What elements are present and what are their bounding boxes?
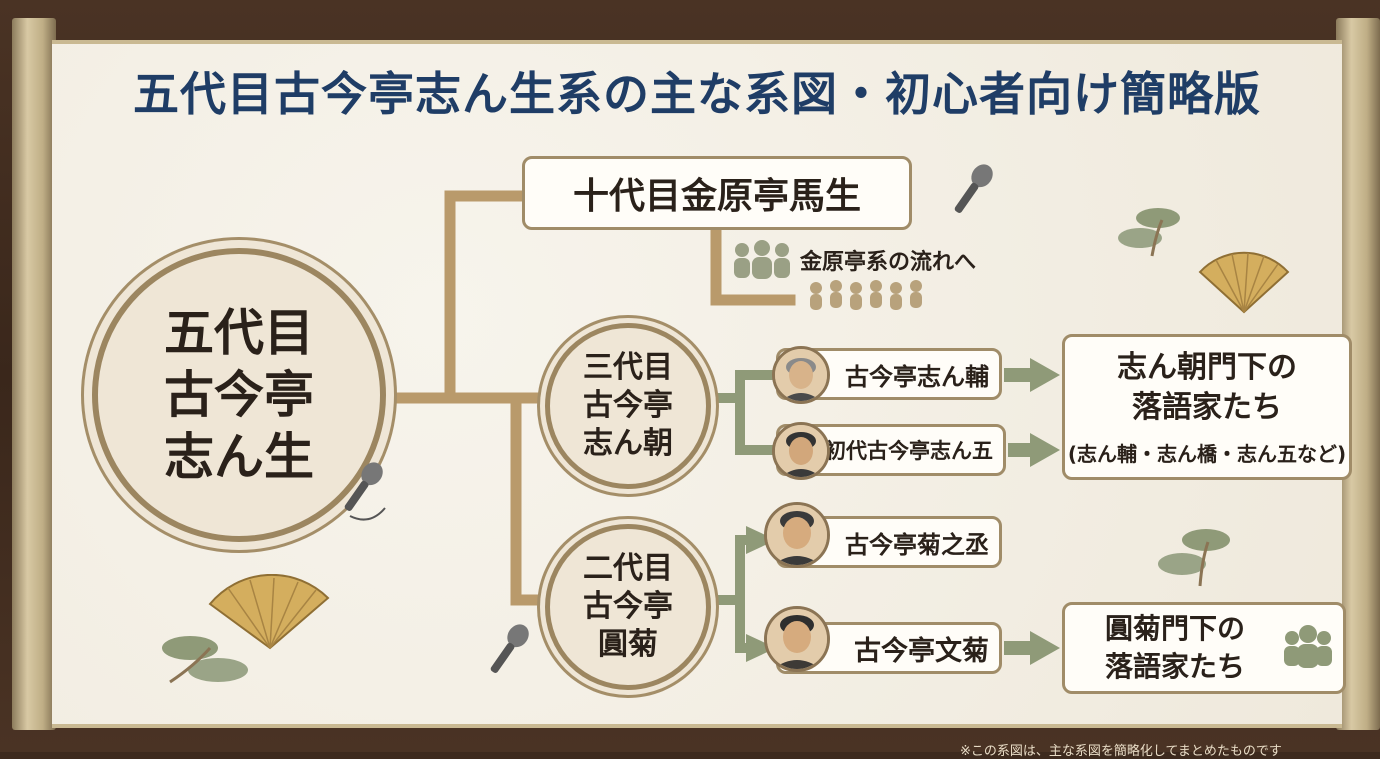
pine-bonsai-icon: [162, 636, 248, 684]
baba-lineage-note: 金原亭系の流れへ: [800, 250, 977, 275]
person-group-icon: [1284, 625, 1332, 668]
pine-bonsai-icon: [1158, 529, 1230, 587]
pine-bonsai-icon: [1118, 208, 1180, 257]
rakugoka-face-icon: [764, 502, 830, 568]
microphone-icon: [954, 164, 993, 213]
microphone-icon: [344, 462, 386, 521]
shincho-disciples-group: 志ん朝門下の 落語家たち (志ん輔・志ん橋・志ん五など): [1062, 334, 1352, 480]
branch-shincho: 三代目 古今亭 志ん朝: [545, 323, 711, 489]
microphone-icon: [490, 624, 529, 673]
scroll-rod-left: [12, 18, 56, 730]
rakugoka-face-icon: [772, 346, 830, 404]
rakugoka-face-icon: [772, 422, 830, 480]
branch-baba: 十代目金原亭馬生: [522, 156, 912, 230]
shincho-group-title: 志ん朝門下の 落語家たち: [1117, 349, 1297, 425]
audience-icon: [810, 280, 922, 310]
audience-icon: [734, 240, 790, 279]
footnote: ※この系図は、主な系図を簡略化してまとめたものです: [960, 744, 1282, 759]
root-master-shinsho: 五代目 古今亭 志ん生: [92, 248, 386, 542]
folding-fan-icon: [1198, 251, 1290, 314]
folding-fan-icon: [208, 574, 330, 650]
branch-enkiku: 二代目 古今亭 圓菊: [545, 524, 711, 690]
shincho-group-sub: (志ん輔・志ん橋・志ん五など): [1067, 441, 1347, 466]
diagram-title: 五代目古今亭志ん生系の主な系図・初心者向け簡略版: [133, 67, 1261, 121]
rakugoka-face-icon: [764, 606, 830, 672]
